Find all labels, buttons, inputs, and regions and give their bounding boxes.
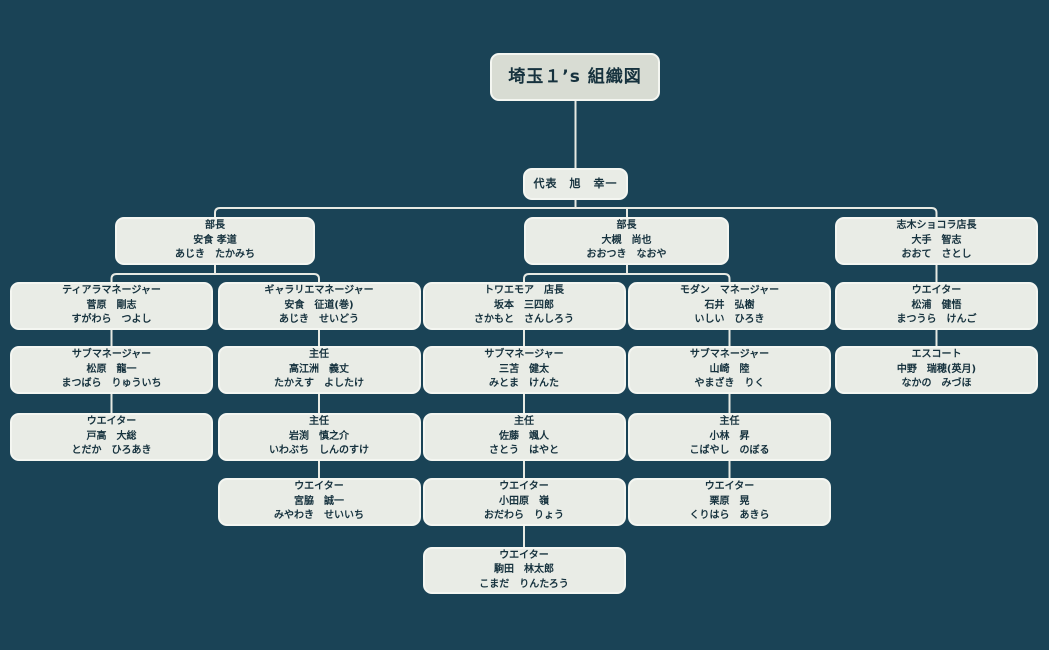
node-reading: なかの みづほ bbox=[901, 378, 972, 390]
node-reading: おおつき なおや bbox=[586, 249, 667, 261]
org-node-c4r6[interactable]: ウエイター 栗原 晃 くりはら あきら bbox=[628, 478, 831, 526]
org-node-c4r5[interactable]: 主任 小林 昇 こばやし のぼる bbox=[628, 413, 831, 461]
org-node-c2r6[interactable]: ウエイター 宮脇 誠一 みやわき せいいち bbox=[217, 478, 421, 526]
node-role: サブマネージャー bbox=[484, 349, 564, 361]
node-reading: くりはら あきら bbox=[689, 510, 770, 522]
org-node-c3r4[interactable]: サブマネージャー 三苫 健太 みとま けんた bbox=[422, 346, 626, 394]
node-role: 主任 bbox=[719, 416, 740, 428]
org-node-c5r4[interactable]: エスコート 中野 瑞穂(英月) なかの みづほ bbox=[835, 346, 1038, 394]
node-role: 主任 bbox=[514, 416, 534, 428]
node-reading: たかえす よしたけ bbox=[274, 378, 364, 390]
node-name: 大槻 尚也 bbox=[601, 234, 652, 246]
org-node-c1r4[interactable]: サブマネージャー 松原 龍一 まつばら りゅういち bbox=[10, 346, 213, 394]
org-node-c2r5[interactable]: 主任 岩渕 慎之介 いわぶち しんのすけ bbox=[217, 413, 421, 461]
org-node-c3r6[interactable]: ウエイター 小田原 嶺 おだわら りょう bbox=[422, 478, 626, 526]
org-node-c3r3[interactable]: トワエモア 店長 坂本 三四郎 さかもと さんしろう bbox=[422, 282, 626, 330]
org-node-c3r5[interactable]: 主任 佐藤 颯人 さとう はやと bbox=[422, 413, 626, 461]
node-role: ウエイター bbox=[499, 481, 549, 493]
node-name: 三苫 健太 bbox=[499, 363, 549, 375]
org-node-dept2[interactable]: 部長 大槻 尚也 おおつき なおや bbox=[524, 217, 729, 265]
org-node-dept1[interactable]: 部長 安食 孝道 あじき たかみち bbox=[115, 217, 315, 265]
node-name: 安食 征道(巻) bbox=[284, 299, 354, 311]
org-node-c1r3[interactable]: ティアラマネージャー 菅原 剛志 すがわら つよし bbox=[10, 282, 213, 330]
node-reading: みとま けんた bbox=[489, 378, 559, 390]
org-node-c5r3[interactable]: ウエイター 松浦 健悟 まつうら けんご bbox=[835, 282, 1038, 330]
node-name: 大手 智志 bbox=[911, 234, 962, 246]
node-reading: こまだ りんたろう bbox=[479, 578, 569, 590]
node-name: 坂本 三四郎 bbox=[494, 299, 554, 311]
node-role: 主任 bbox=[309, 349, 329, 361]
org-node-c1r5[interactable]: ウエイター 戸高 大総 とだか ひろあき bbox=[10, 413, 213, 461]
node-role: モダン マネージャー bbox=[679, 285, 780, 297]
node-reading: おだわら りょう bbox=[484, 510, 564, 522]
node-role: ギャラリエマネージャー bbox=[264, 285, 374, 297]
node-role: トワエモア 店長 bbox=[484, 285, 564, 297]
node-name: 戸高 大総 bbox=[86, 430, 137, 442]
node-name: 高江洲 義丈 bbox=[289, 363, 349, 375]
org-node-c2r4[interactable]: 主任 高江洲 義丈 たかえす よしたけ bbox=[217, 346, 421, 394]
node-name: 松原 龍一 bbox=[86, 363, 137, 375]
node-reading: まつうら けんご bbox=[896, 314, 977, 326]
node-role: ウエイター bbox=[86, 416, 137, 428]
node-name: 宮脇 誠一 bbox=[294, 495, 344, 507]
node-role: ウエイター bbox=[911, 285, 962, 297]
org-node-c4r4[interactable]: サブマネージャー 山崎 陸 やまざき りく bbox=[628, 346, 831, 394]
node-name: 安食 孝道 bbox=[193, 234, 237, 246]
chart-title: 埼玉１’s 組織図 bbox=[490, 53, 660, 101]
node-role: ウエイター bbox=[499, 549, 549, 561]
node-reading: こばやし のぼる bbox=[689, 445, 770, 457]
node-role: 志木ショコラ店長 bbox=[896, 220, 977, 232]
node-role: サブマネージャー bbox=[71, 349, 152, 361]
node-name: 小田原 嶺 bbox=[499, 495, 549, 507]
node-reading: いしい ひろき bbox=[694, 314, 765, 326]
node-reading: さかもと さんしろう bbox=[474, 314, 574, 326]
node-role: ティアラマネージャー bbox=[62, 285, 161, 297]
node-name: 佐藤 颯人 bbox=[499, 430, 549, 442]
node-reading: やまざき りく bbox=[694, 378, 765, 390]
node-name: 山崎 陸 bbox=[709, 363, 750, 375]
node-reading: おおて さとし bbox=[901, 249, 972, 261]
node-reading: あじき たかみち bbox=[175, 249, 255, 261]
org-node-c2r3[interactable]: ギャラリエマネージャー 安食 征道(巻) あじき せいどう bbox=[217, 282, 421, 330]
node-name: 岩渕 慎之介 bbox=[289, 430, 349, 442]
node-name: 栗原 晃 bbox=[709, 495, 750, 507]
org-node-ceo[interactable]: 代表 旭 幸一 bbox=[523, 168, 628, 200]
org-node-c3r7[interactable]: ウエイター 駒田 林太郎 こまだ りんたろう bbox=[422, 547, 626, 594]
org-node-dept3[interactable]: 志木ショコラ店長 大手 智志 おおて さとし bbox=[835, 217, 1038, 265]
node-reading: すがわら つよし bbox=[71, 314, 152, 326]
node-reading: まつばら りゅういち bbox=[61, 378, 162, 390]
node-role: サブマネージャー bbox=[689, 349, 770, 361]
node-role: 部長 bbox=[616, 220, 637, 232]
node-name: 駒田 林太郎 bbox=[494, 564, 554, 576]
chart-title-text: 埼玉１’s 組織図 bbox=[508, 67, 642, 87]
node-reading: いわぶち しんのすけ bbox=[268, 445, 370, 457]
node-role: 部長 bbox=[205, 220, 225, 232]
node-reading: とだか ひろあき bbox=[71, 445, 152, 457]
node-name: 松浦 健悟 bbox=[911, 299, 962, 311]
node-role: ウエイター bbox=[294, 481, 344, 493]
node-reading: みやわき せいいち bbox=[274, 510, 364, 522]
node-reading: さとう はやと bbox=[489, 445, 559, 457]
node-label: 代表 旭 幸一 bbox=[533, 176, 618, 190]
node-reading: あじき せいどう bbox=[279, 314, 359, 326]
node-name: 小林 昇 bbox=[709, 430, 750, 442]
node-name: 菅原 剛志 bbox=[86, 299, 137, 311]
node-name: 中野 瑞穂(英月) bbox=[896, 363, 977, 375]
node-role: 主任 bbox=[309, 416, 329, 428]
node-role: エスコート bbox=[911, 349, 962, 361]
node-role: ウエイター bbox=[704, 481, 755, 493]
node-name: 石井 弘樹 bbox=[704, 299, 755, 311]
org-node-c4r3[interactable]: モダン マネージャー 石井 弘樹 いしい ひろき bbox=[628, 282, 831, 330]
